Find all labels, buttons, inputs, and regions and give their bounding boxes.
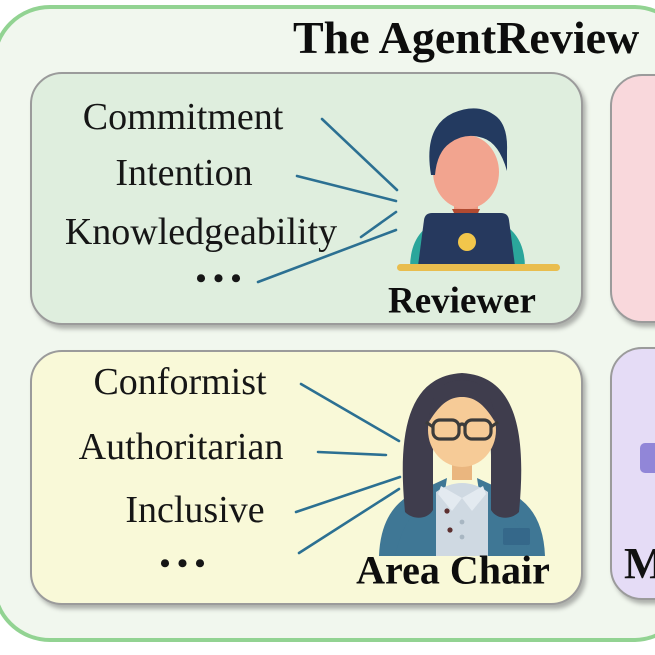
area-chair-person-icon — [379, 373, 545, 556]
reviewer-trait: Knowledgeability — [64, 211, 338, 253]
area-chair-label: Area Chair — [356, 547, 550, 593]
area-chair-trait: Inclusive — [125, 489, 265, 531]
reviewer-trait: Intention — [115, 152, 253, 194]
area-chair-more-dots: ••• — [159, 547, 213, 580]
reviewer-trait: Commitment — [82, 96, 284, 138]
area-chair-trait: Authoritarian — [78, 426, 284, 468]
diagram-title: The AgentReview — [293, 12, 640, 63]
right-top-partial-card — [610, 74, 655, 323]
area-chair-trait: Conformist — [93, 361, 267, 403]
reviewer-more-dots: ••• — [195, 262, 249, 295]
reviewer-person-icon — [397, 108, 560, 271]
reviewer-label: Reviewer — [388, 280, 536, 322]
right-bottom-partial-card — [610, 347, 655, 600]
purple-square-glyph — [640, 443, 655, 473]
partial-card-label: M — [624, 539, 655, 588]
